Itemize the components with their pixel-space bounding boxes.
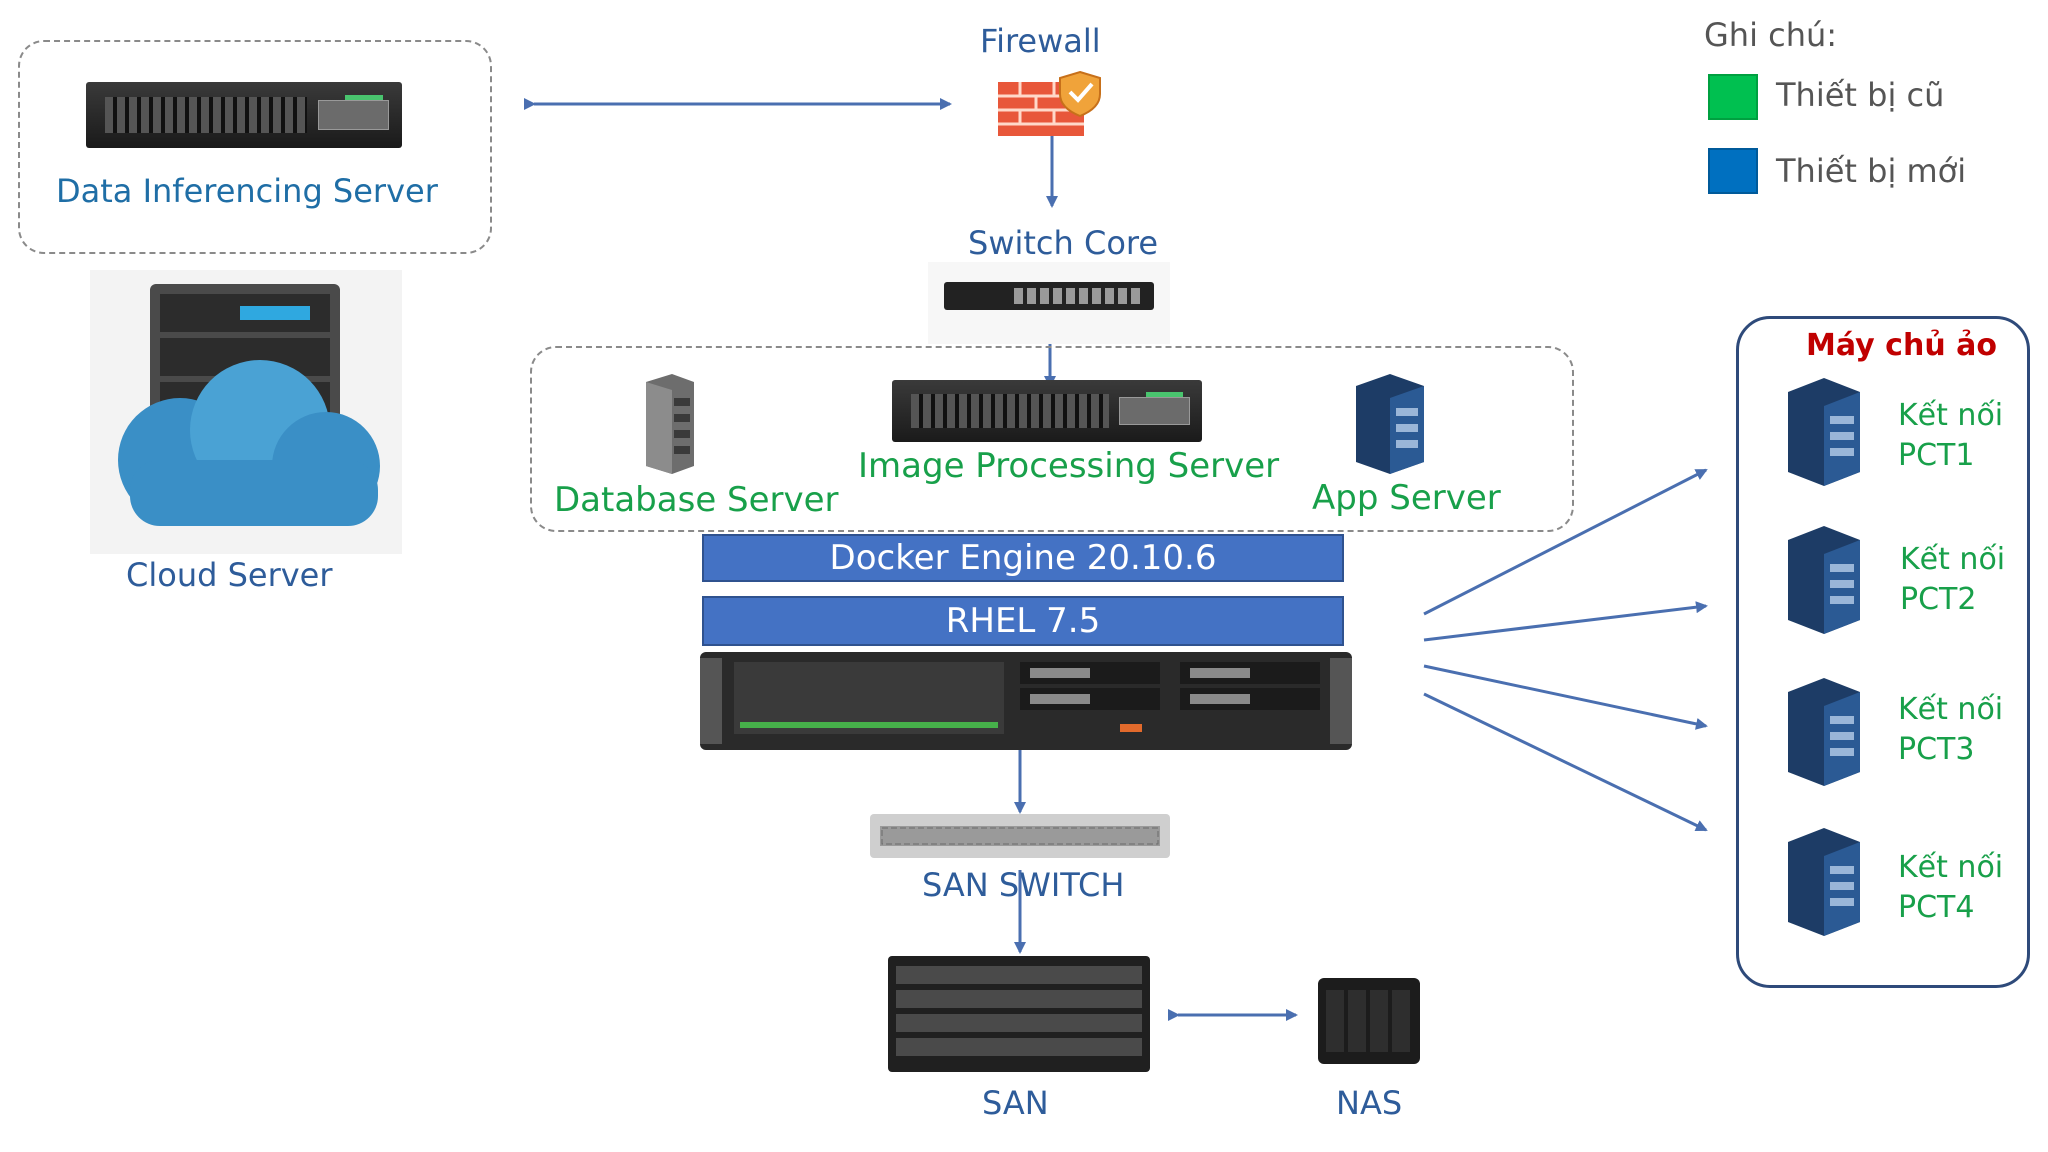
legend-title: Ghi chú: <box>1704 16 1838 54</box>
virtual-server-icon <box>1788 378 1860 486</box>
switch-core-label: Switch Core <box>968 224 1159 262</box>
virtual-server-line1: Kết nối <box>1898 850 2004 885</box>
cloud-server-icon <box>90 270 402 554</box>
switch-core-icon <box>944 282 1154 310</box>
legend-label-new: Thiết bị mới <box>1776 152 1967 190</box>
virtual-server-icon <box>1788 526 1860 634</box>
arrow-vm3 <box>1423 664 1708 730</box>
legend-swatch-old <box>1708 74 1758 120</box>
san-icon <box>888 956 1150 1072</box>
app-server-icon <box>1356 374 1424 474</box>
firewall-label: Firewall <box>980 22 1101 60</box>
docker-engine-label: Docker Engine 20.10.6 <box>829 538 1217 578</box>
app-server-label: App Server <box>1312 478 1501 518</box>
virtual-server-line1: Kết nối <box>1898 398 2004 433</box>
virtual-server-label-2: Kết nối PCT2 <box>1900 540 2005 620</box>
virtual-server-line2: PCT4 <box>1898 890 1975 925</box>
data-inferencing-server-label: Data Inferencing Server <box>56 172 438 210</box>
virtual-server-line2: PCT2 <box>1900 582 1977 617</box>
virtual-servers-title: Máy chủ ảo <box>1806 328 1997 363</box>
host-server-icon <box>700 652 1352 750</box>
legend-label-old: Thiết bị cũ <box>1776 76 1945 114</box>
virtual-server-line2: PCT3 <box>1898 732 1975 767</box>
database-server-icon <box>646 374 694 474</box>
san-label: SAN <box>982 1084 1049 1122</box>
rhel-label: RHEL 7.5 <box>945 601 1101 641</box>
virtual-server-line2: PCT1 <box>1898 438 1975 473</box>
nas-icon <box>1318 978 1420 1064</box>
san-switch-icon <box>870 814 1170 858</box>
virtual-server-label-4: Kết nối PCT4 <box>1898 848 2003 928</box>
nas-label: NAS <box>1336 1084 1403 1122</box>
container-group <box>530 346 1574 532</box>
data-inferencing-server-icon <box>86 82 402 148</box>
virtual-server-label-3: Kết nối PCT3 <box>1898 690 2003 770</box>
database-server-label: Database Server <box>554 480 839 520</box>
virtual-server-icon <box>1788 828 1860 936</box>
firewall-icon <box>998 70 1101 136</box>
virtual-server-line1: Kết nối <box>1900 542 2006 577</box>
rhel-band: RHEL 7.5 <box>702 596 1344 646</box>
virtual-servers-panel <box>1736 316 2030 988</box>
legend-swatch-new <box>1708 148 1758 194</box>
virtual-server-label-1: Kết nối PCT1 <box>1898 396 2003 476</box>
arrow-vm2 <box>1423 601 1708 642</box>
image-processing-server-icon <box>892 380 1202 442</box>
data-inferencing-server-group <box>18 40 492 254</box>
docker-engine-band: Docker Engine 20.10.6 <box>702 534 1344 582</box>
san-switch-label: SAN SWITCH <box>922 866 1125 904</box>
virtual-server-icon <box>1788 678 1860 786</box>
arrow-vm4 <box>1423 692 1708 832</box>
cloud-server-label: Cloud Server <box>126 556 333 594</box>
arrow-vm1 <box>1423 468 1708 616</box>
image-processing-server-label: Image Processing Server <box>858 446 1280 486</box>
virtual-server-line1: Kết nối <box>1898 692 2004 727</box>
